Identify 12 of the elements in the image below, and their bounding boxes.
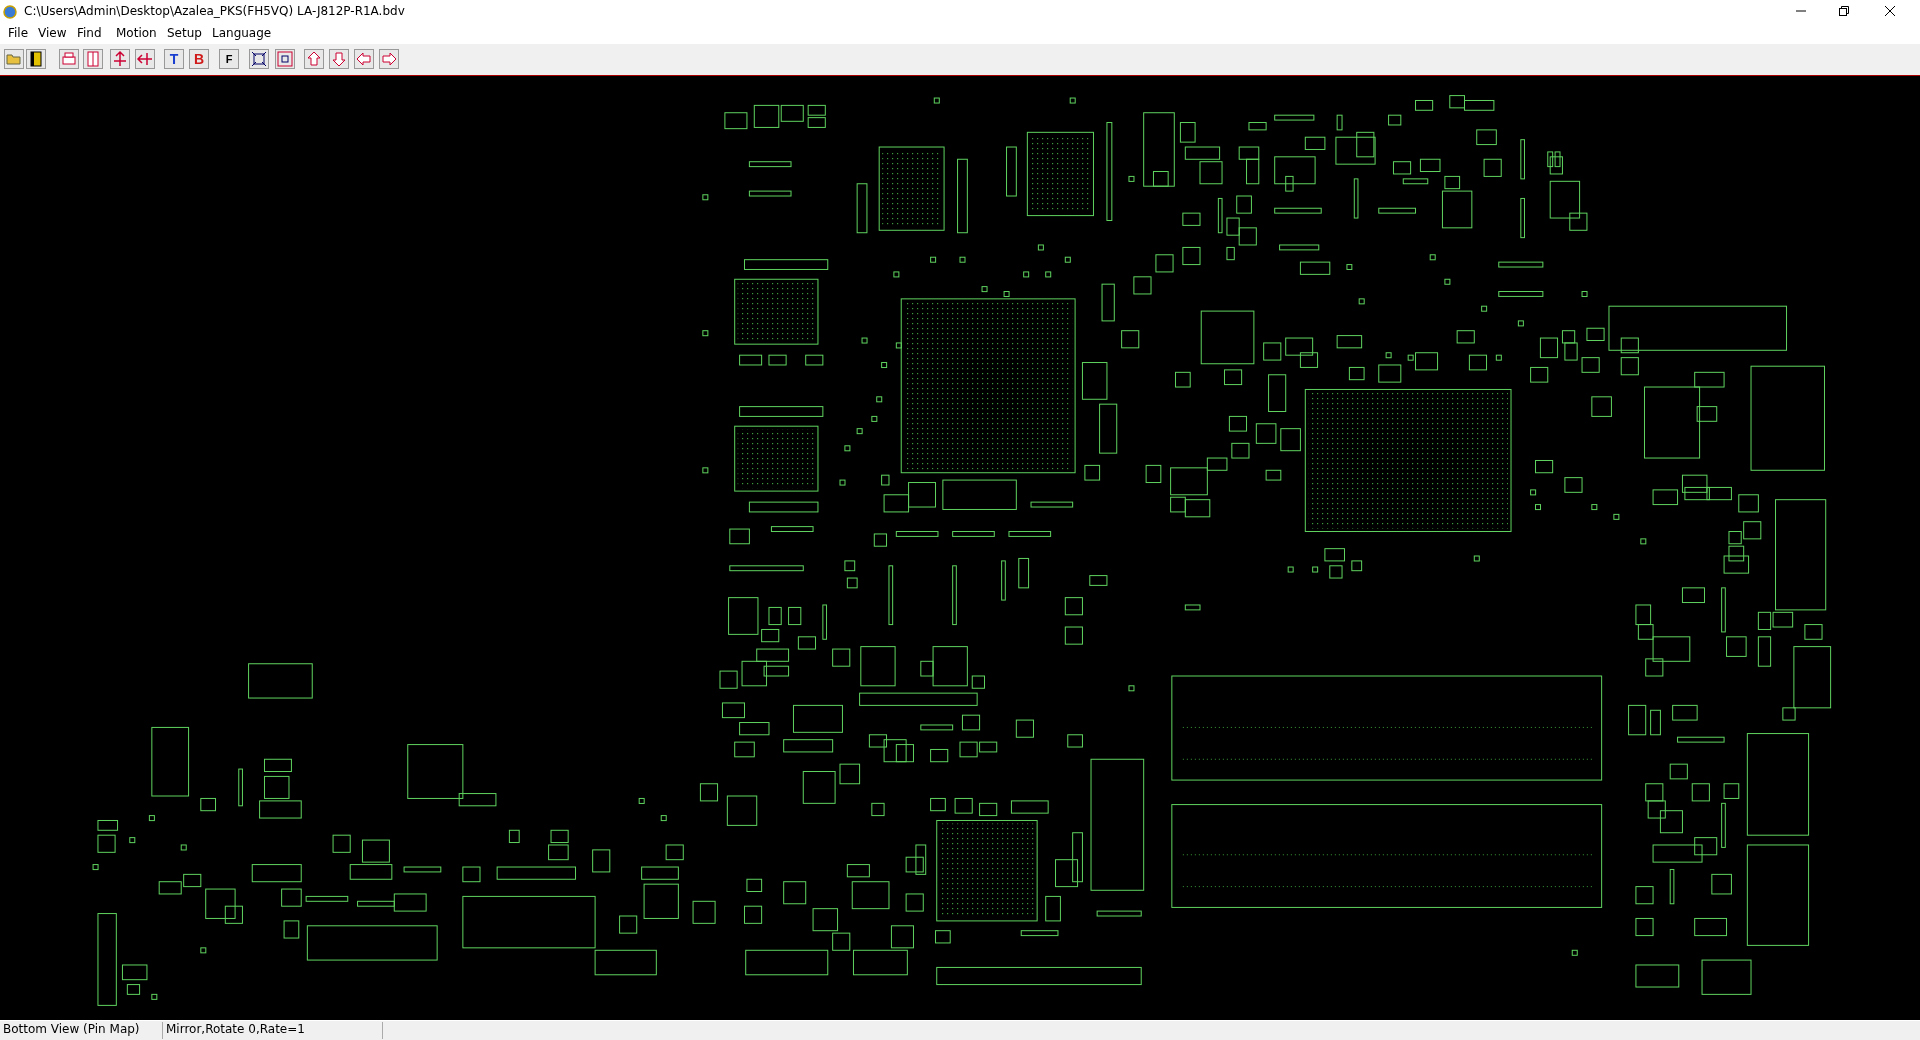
menu-item: View xyxy=(38,26,67,40)
menu-item: Motion xyxy=(116,26,157,40)
menu-item: Setup xyxy=(167,26,202,40)
menu-item: File xyxy=(8,26,29,40)
bottom-button: B xyxy=(189,49,209,69)
menu-item: Find xyxy=(77,26,102,40)
window-title: C:\Users\Admin\Desktop\Azalea_PKS(FH5VQ) LA-J812P-R1A.bdv xyxy=(24,4,405,18)
status-text: Mirror,Rotate 0,Rate=1 xyxy=(163,1022,383,1039)
menu-item: Language xyxy=(212,26,272,40)
text-button: T xyxy=(164,49,184,69)
frame-button: F xyxy=(219,49,239,69)
status-text: Bottom View (Pin Map) xyxy=(0,1022,163,1039)
